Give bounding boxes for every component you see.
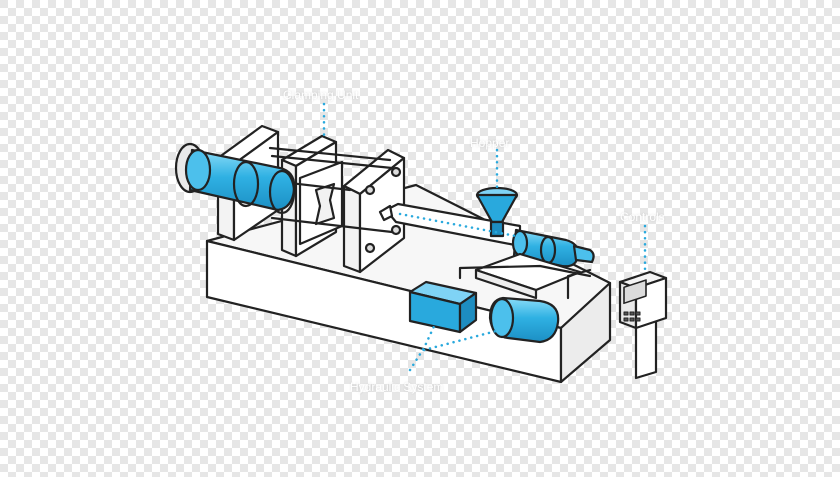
hydraulic-block [408,280,478,334]
callout-lines [322,102,647,372]
hydraulic-tank [488,296,560,344]
clamping-cylinder [174,142,296,215]
callout-line-barrel [398,212,518,238]
label-hydraulic-system: Hydraulic System [350,380,444,394]
control-panel [618,270,668,380]
callout-line-hydraulic-b [422,328,502,352]
label-hopper: Hopper [470,136,510,150]
label-controls: Controls [620,210,665,224]
label-clamping-unit: Clamping Unit [283,88,359,102]
injection-carriage [458,252,592,300]
hopper [475,186,519,238]
